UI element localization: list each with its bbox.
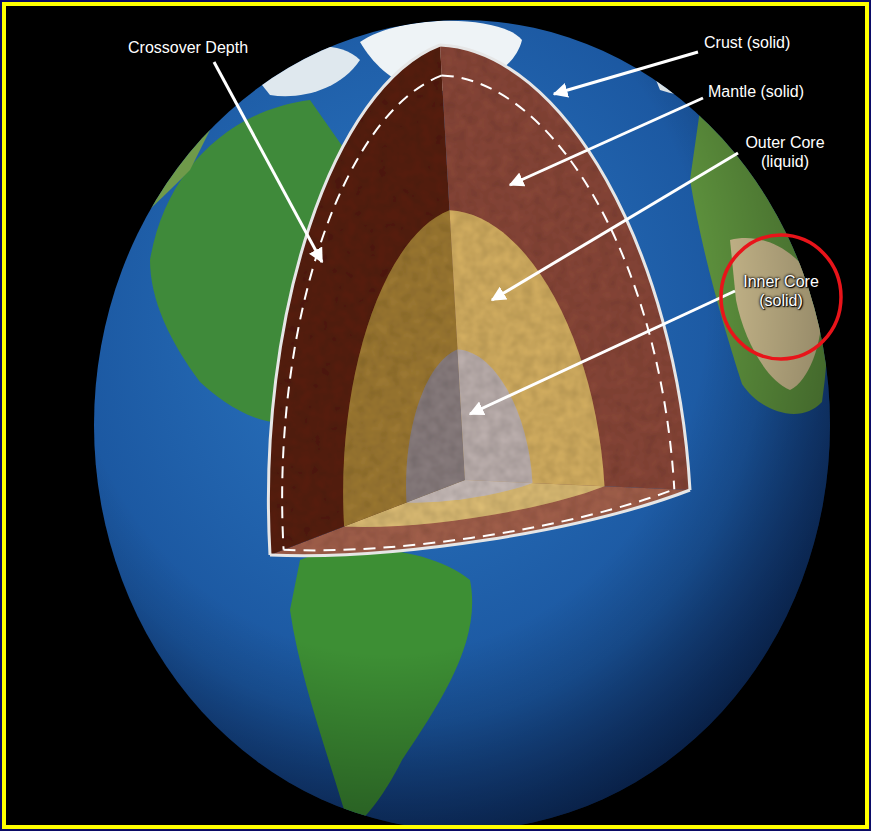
part-label: Inner Core (solid) [734, 272, 828, 310]
inner-core-right-face [458, 350, 533, 484]
leader-line [510, 98, 703, 185]
mantle-right-face [440, 45, 690, 490]
crust-outline [268, 45, 440, 555]
crust-outline [270, 490, 690, 556]
ocean [94, 20, 830, 825]
part-label: Crossover Depth [128, 38, 248, 57]
leader-lines [214, 52, 738, 414]
inner-core-left-face [406, 350, 465, 503]
leader-line [214, 62, 322, 262]
crossover-dashed-line [442, 75, 675, 489]
crossover-dashed-line [282, 75, 442, 549]
leader-line [492, 153, 738, 300]
leader-line [554, 52, 698, 94]
outer-core-left-face [343, 210, 465, 526]
mantle-left-face [268, 45, 465, 555]
outer-core-right-face [450, 210, 605, 486]
part-label: Outer Core (liquid) [735, 133, 835, 171]
part-label: Mantle (solid) [708, 82, 804, 101]
crossover-dashed-line [284, 489, 675, 550]
globe-group [94, 20, 830, 825]
crust-outline [440, 45, 690, 490]
globe-shade [94, 20, 830, 825]
highlight-circle [721, 235, 841, 359]
cutaway [268, 45, 690, 556]
leader-line [470, 291, 735, 414]
part-label: Crust (solid) [704, 33, 790, 52]
